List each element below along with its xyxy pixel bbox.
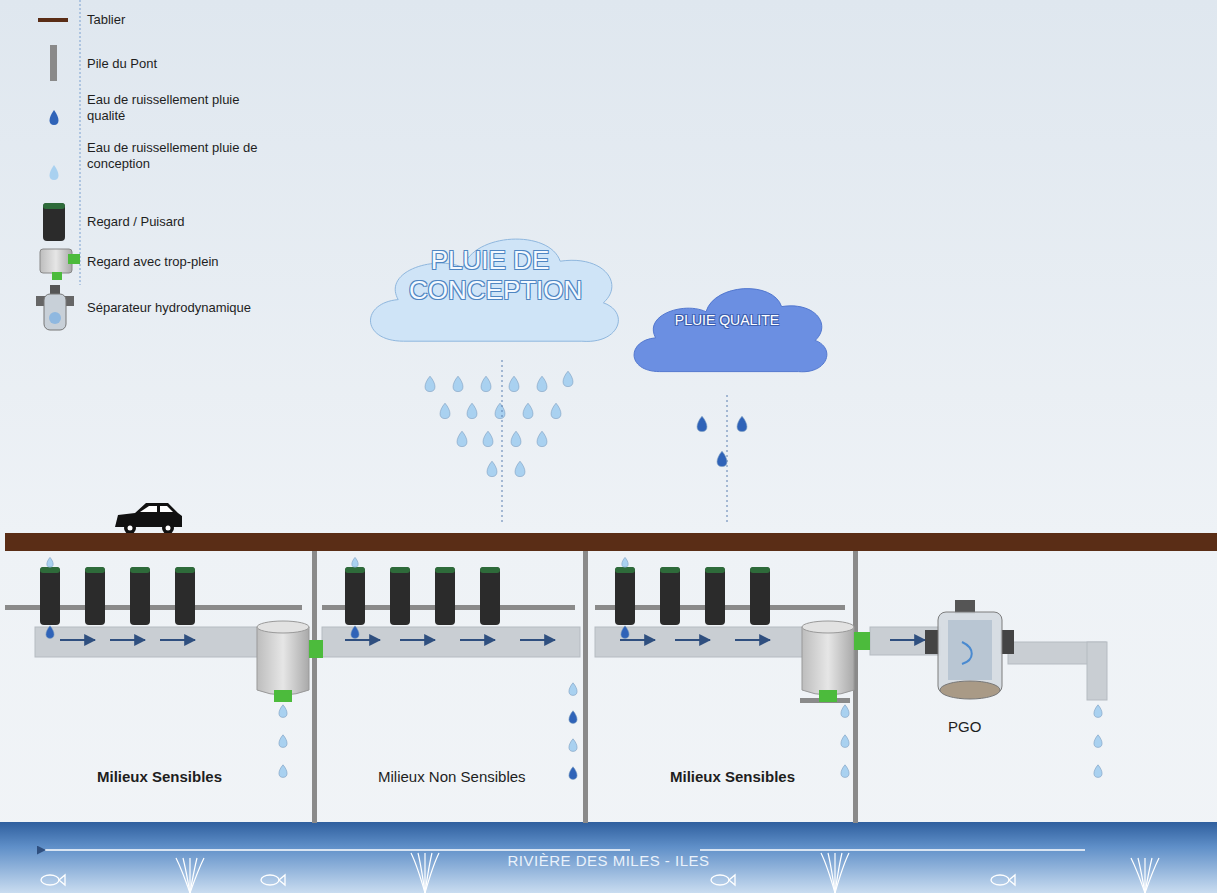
water-drop [737, 416, 747, 431]
cloud-label: PLUIE QUALITE [622, 312, 832, 328]
legend-text: Regard / Puisard [87, 214, 277, 230]
plant [828, 853, 835, 893]
water-drop [279, 735, 287, 748]
plant [835, 853, 849, 893]
water-drop [717, 451, 727, 466]
water-drop [569, 767, 577, 780]
water-drop [47, 557, 53, 567]
legend-text: Séparateur hydrodynamique [87, 300, 277, 316]
catch-basin [705, 567, 725, 625]
cloud-label: PLUIE DE CONCEPTION [355, 246, 625, 306]
plant [418, 853, 425, 893]
water-drop [621, 626, 629, 639]
fish [711, 875, 729, 885]
water-drop [537, 376, 547, 391]
legend-text: Eau de ruissellement pluie de conception [87, 140, 277, 172]
river-band: RIVIÈRE DES MILES - ILES [0, 822, 1217, 893]
water-drop [495, 403, 505, 418]
catch-basin [480, 567, 500, 625]
catch-basin [85, 567, 105, 625]
water-drop [453, 376, 463, 391]
catch-basin [130, 567, 150, 625]
plant [425, 853, 439, 893]
river-name: RIVIÈRE DES MILES - ILES [0, 852, 1217, 869]
cloud-shape [622, 265, 832, 395]
water-drop [481, 376, 491, 391]
legend-text: Regard avec trop-plein [87, 254, 277, 270]
legend-text: Eau de ruissellement pluie qualité [87, 92, 277, 124]
water-drop [511, 431, 521, 446]
water-drop [569, 739, 577, 752]
catch-basin [615, 567, 635, 625]
plant [1131, 858, 1145, 893]
water-drop [1094, 735, 1102, 748]
zone-label: Milieux Sensibles [97, 768, 222, 785]
zone-label: Milieux Non Sensibles [378, 768, 526, 785]
water-drop [569, 711, 577, 724]
water-drop [537, 431, 547, 446]
catch-basin [435, 567, 455, 625]
zone-label: Milieux Sensibles [670, 768, 795, 785]
legend-text: Tablier [87, 12, 277, 28]
fish [991, 875, 1009, 885]
water-drop [841, 765, 849, 778]
catch-basin [345, 567, 365, 625]
water-drop [483, 431, 493, 446]
water-drop [841, 705, 849, 718]
deck [5, 533, 1217, 551]
river-band [0, 822, 1217, 893]
water-drop [425, 376, 435, 391]
fish [41, 875, 59, 885]
part-label: PGO [948, 718, 981, 735]
catch-basin [750, 567, 770, 625]
water-drop [622, 557, 628, 567]
water-drop [467, 403, 477, 418]
fish [261, 875, 279, 885]
plant [183, 858, 190, 893]
catch-basin [40, 567, 60, 625]
water-drop [523, 403, 533, 418]
water-drop [352, 557, 358, 567]
rain-cloud: PLUIE DE CONCEPTION [355, 210, 625, 370]
plant [1145, 858, 1159, 893]
water-drop [551, 403, 561, 418]
water-drop [509, 376, 519, 391]
water-drop [351, 626, 359, 639]
catch-basin [175, 567, 195, 625]
water-drop [841, 735, 849, 748]
plant [1138, 858, 1145, 893]
rain-cloud: PLUIE QUALITE [622, 265, 832, 395]
plant [411, 853, 425, 893]
water-drop [1094, 705, 1102, 718]
plant [821, 853, 835, 893]
plant [176, 858, 190, 893]
water-drop [697, 416, 707, 431]
water-drop [487, 461, 497, 476]
water-drop [46, 626, 54, 639]
plant [190, 858, 204, 893]
catch-basin [390, 567, 410, 625]
water-drop [569, 683, 577, 696]
water-drop [1094, 765, 1102, 778]
catch-basin [660, 567, 680, 625]
water-drop [440, 403, 450, 418]
water-drop [563, 371, 573, 386]
water-drop [279, 705, 287, 718]
legend-text: Pile du Pont [87, 56, 277, 72]
water-drop [515, 461, 525, 476]
water-drop [457, 431, 467, 446]
water-drop [279, 765, 287, 778]
